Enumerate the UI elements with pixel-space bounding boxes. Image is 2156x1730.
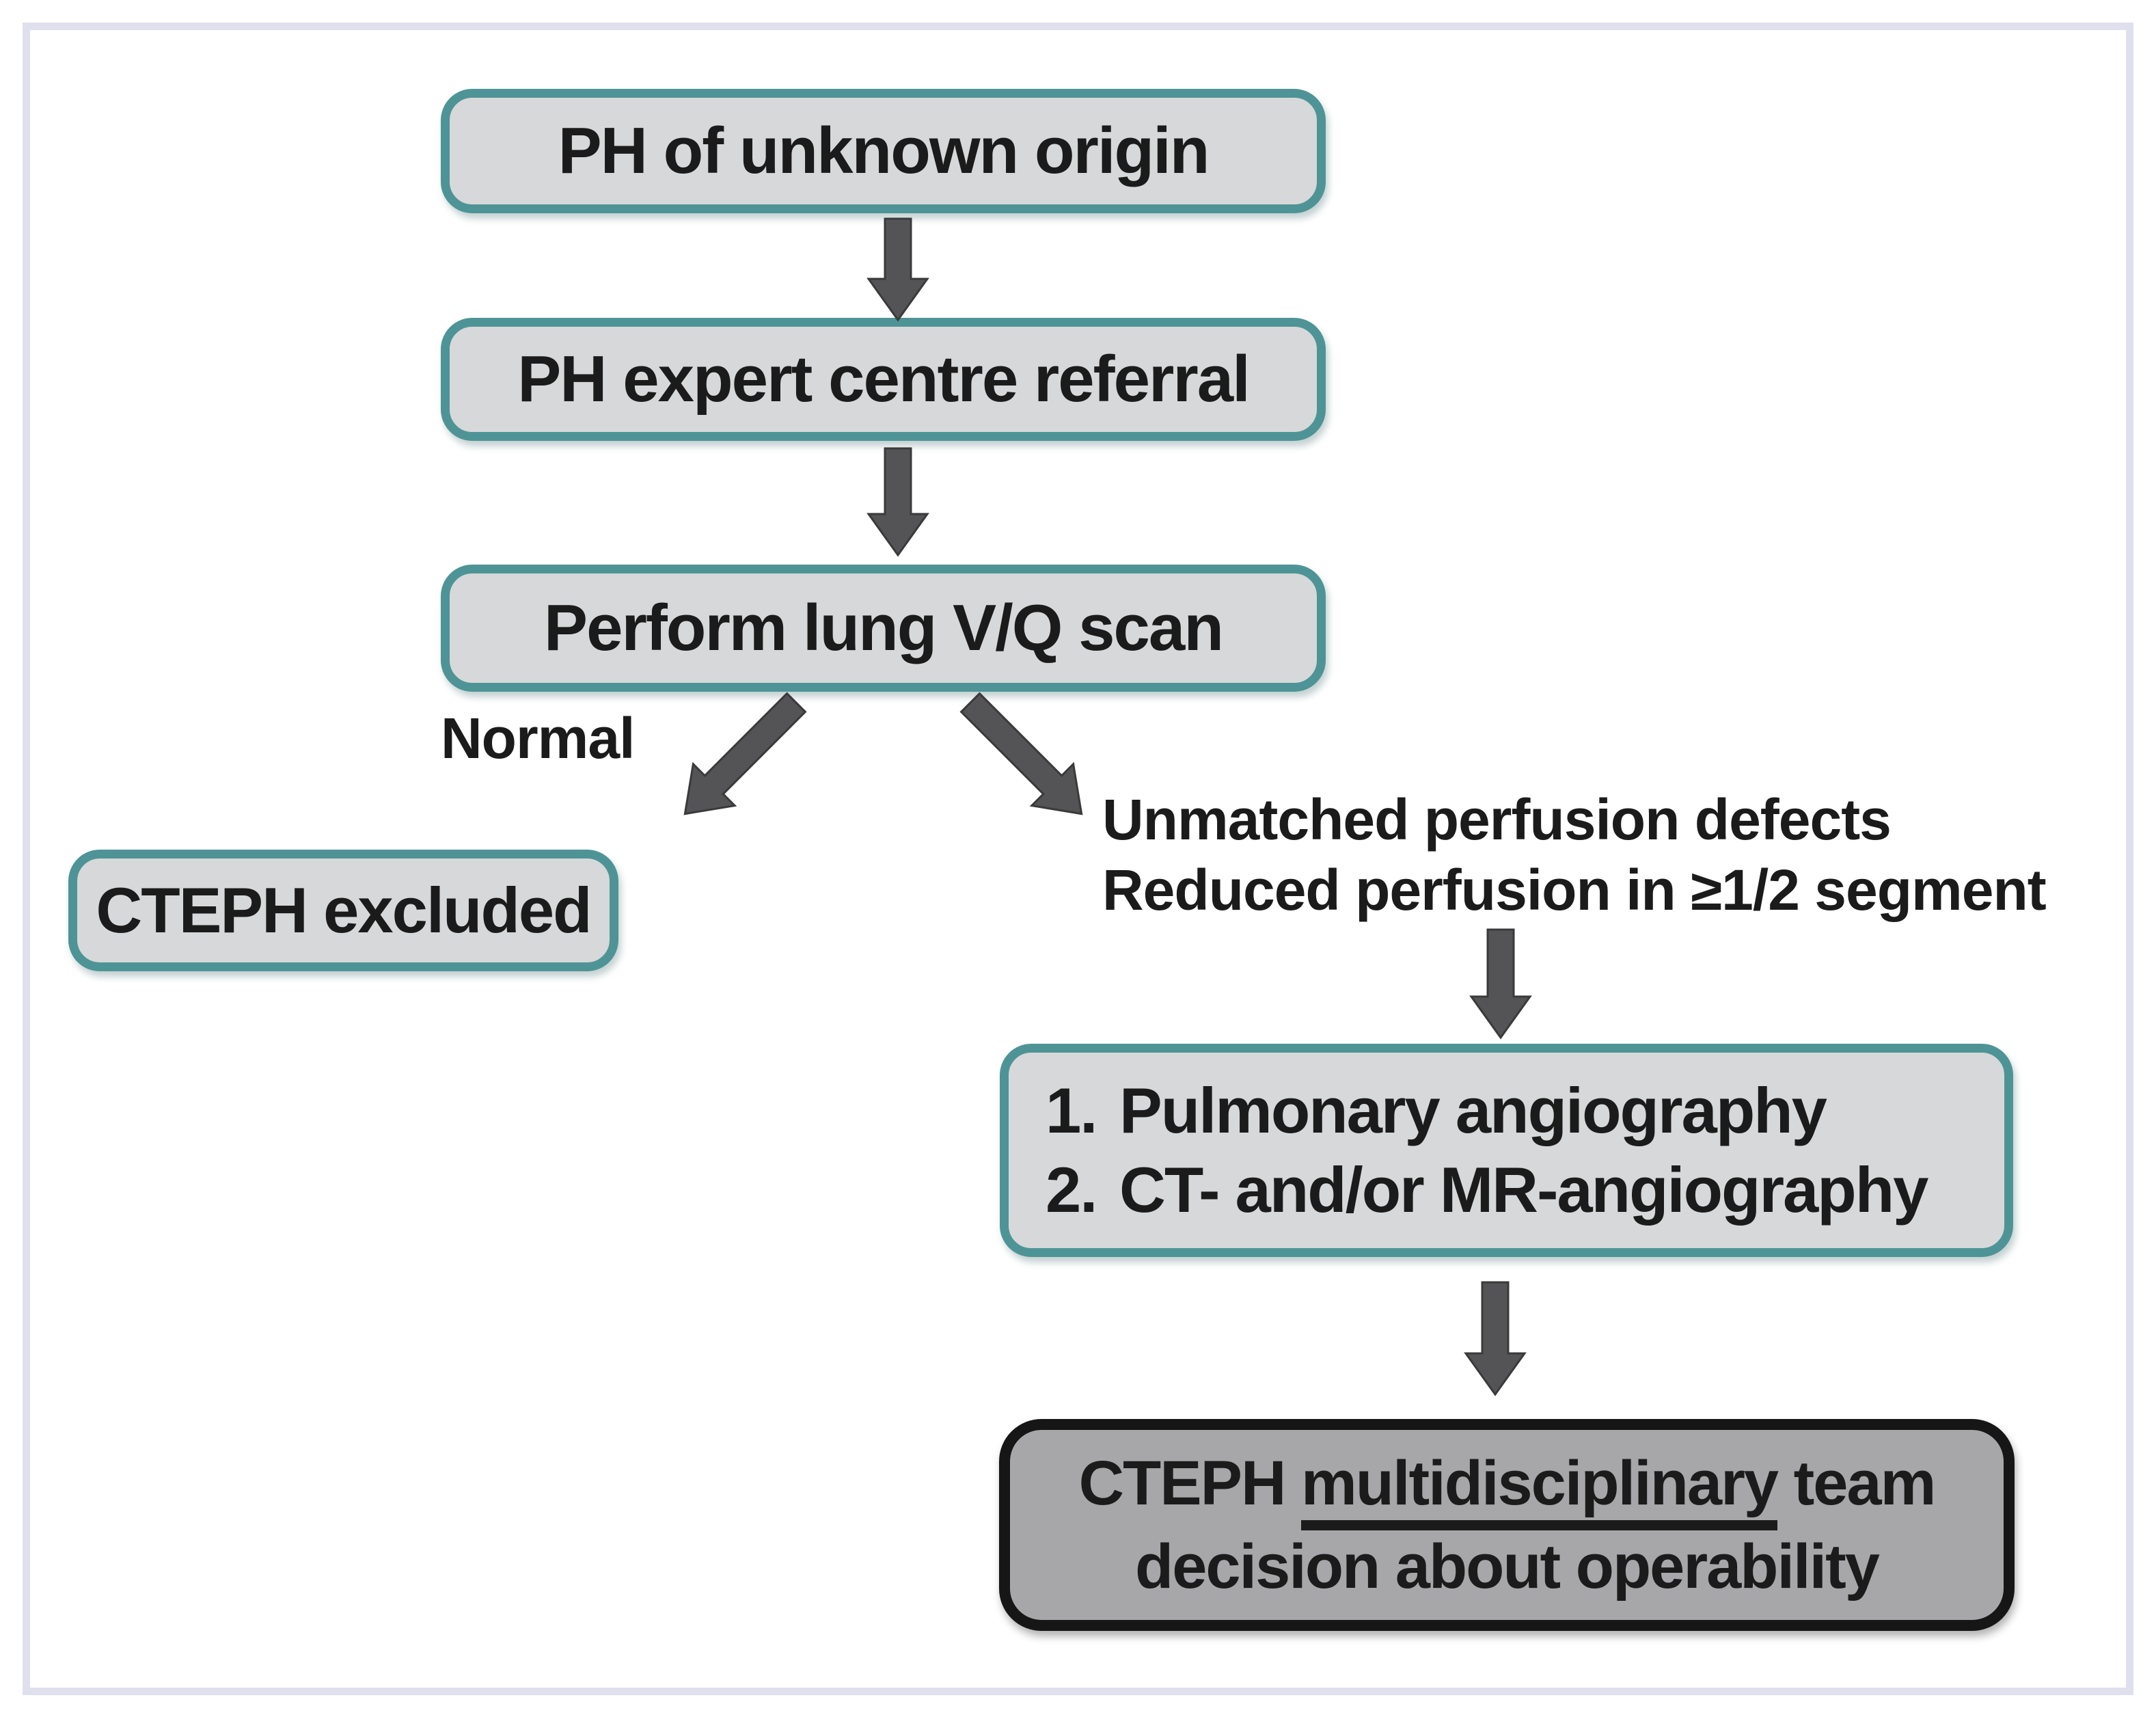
- list-item-label: Pulmonary angiography: [1119, 1075, 1827, 1146]
- node-perform-lung-vq-scan: Perform lung V/Q scan: [441, 565, 1326, 692]
- figure-frame: [23, 23, 2133, 1695]
- angiography-item-2: 2. CT- and/or MR-angiography: [1046, 1150, 1928, 1230]
- branch-label-abnormal: Unmatched perfusion defects Reduced perf…: [1102, 785, 2047, 925]
- list-item-label: CT- and/or MR-angiography: [1119, 1154, 1928, 1226]
- angiography-item-1: 1. Pulmonary angiography: [1046, 1071, 1827, 1150]
- branch-label-text: Normal: [441, 706, 635, 770]
- team-decision-underlined-text: multidisciplinary: [1300, 1448, 1779, 1530]
- node-angiography-list: 1. Pulmonary angiography 2. CT- and/or M…: [1000, 1044, 2013, 1257]
- list-number: 2.: [1046, 1154, 1097, 1226]
- node-cteph-excluded: CTEPH excluded: [68, 850, 618, 971]
- team-decision-text: decision about operability: [1135, 1532, 1880, 1601]
- node-cteph-team-decision: CTEPH multidisciplinary team decision ab…: [999, 1419, 2015, 1631]
- node-label: PH expert centre referral: [517, 342, 1251, 416]
- node-label: Perform lung V/Q scan: [544, 591, 1224, 664]
- node-label: PH of unknown origin: [558, 114, 1210, 187]
- team-decision-text: team: [1777, 1448, 1937, 1518]
- node-label: CTEPH excluded: [96, 874, 592, 946]
- team-decision-text: CTEPH: [1078, 1448, 1301, 1518]
- team-decision-line-1: CTEPH multidisciplinary team: [1078, 1442, 1937, 1530]
- node-ph-expert-centre-referral: PH expert centre referral: [441, 318, 1326, 441]
- list-number: 1.: [1046, 1075, 1097, 1146]
- branch-label-text: Unmatched perfusion defects: [1102, 787, 1892, 852]
- branch-label-normal: Normal: [441, 705, 635, 772]
- node-ph-unknown-origin: PH of unknown origin: [441, 89, 1326, 213]
- branch-label-text: Reduced perfusion in ≥1/2 segment: [1102, 858, 2047, 922]
- team-decision-line-2: decision about operability: [1135, 1525, 1880, 1608]
